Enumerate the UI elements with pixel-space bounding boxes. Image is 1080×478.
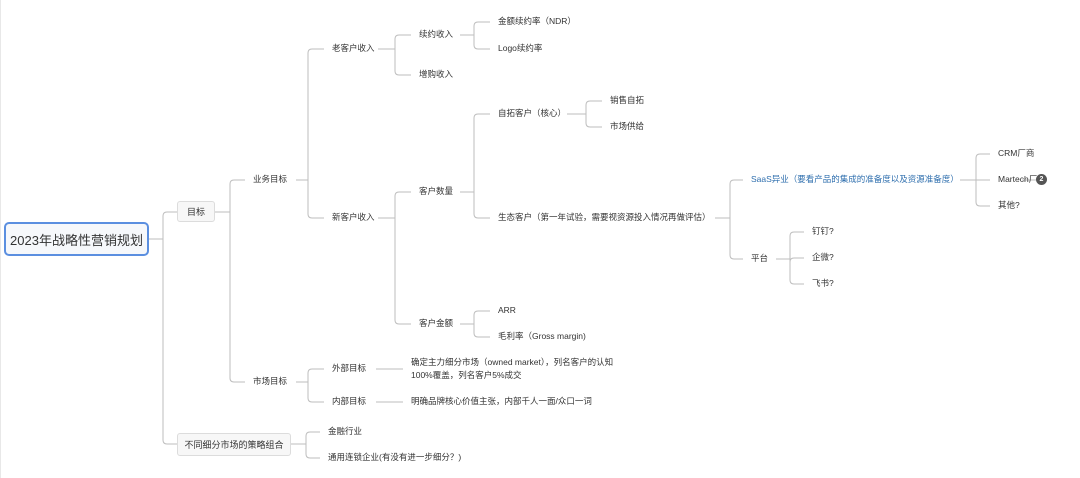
node-external-goal[interactable]: 外部目标 bbox=[332, 363, 367, 373]
eco-edge-1 bbox=[729, 218, 743, 260]
node-market-goal[interactable]: 市场目标 bbox=[253, 376, 288, 386]
node-platform[interactable]: 平台 bbox=[751, 253, 769, 263]
old-edge-1 bbox=[394, 49, 411, 76]
self-edge-1 bbox=[585, 114, 602, 128]
collapsed-children-badge[interactable]: 2 bbox=[1036, 174, 1047, 185]
node-customer-count[interactable]: 客户数量 bbox=[419, 186, 454, 196]
strategy-edge-1 bbox=[305, 444, 320, 459]
count-edge-0 bbox=[473, 113, 490, 192]
node-sales-self[interactable]: 销售自拓 bbox=[610, 95, 645, 105]
node-internal-goal[interactable]: 内部目标 bbox=[332, 396, 367, 406]
node-feishu[interactable]: 飞书? bbox=[812, 278, 834, 288]
node-strategy-mix[interactable]: 不同细分市场的策略组合 bbox=[177, 433, 291, 456]
node-ndr[interactable]: 金额续约率（NDR） bbox=[498, 16, 576, 26]
node-finance[interactable]: 金融行业 bbox=[328, 426, 363, 436]
node-upsell[interactable]: 增购收入 bbox=[419, 69, 454, 79]
root-node[interactable]: 2023年战略性营销规划 bbox=[4, 222, 149, 256]
goal-edge-1 bbox=[229, 212, 245, 383]
amount-edge-1 bbox=[473, 324, 490, 338]
node-external-detail[interactable]: 确定主力细分市场（owned market），列名客户的认知 100%覆盖，列名… bbox=[411, 356, 613, 381]
goal-edge-0 bbox=[229, 179, 245, 212]
market-edge-1 bbox=[307, 382, 324, 403]
node-dingtalk[interactable]: 钉钉? bbox=[812, 226, 834, 236]
node-logo-renewal[interactable]: Logo续约率 bbox=[498, 43, 543, 53]
new-edge-0 bbox=[394, 191, 411, 218]
business-edge-0 bbox=[307, 48, 324, 180]
node-martech-vendor[interactable]: Martech厂商 bbox=[998, 174, 1046, 184]
left-edge-divider bbox=[0, 0, 1, 478]
node-other[interactable]: 其他? bbox=[998, 200, 1020, 210]
node-old-revenue[interactable]: 老客户收入 bbox=[332, 43, 375, 53]
node-goal[interactable]: 目标 bbox=[177, 201, 215, 222]
node-gross-margin[interactable]: 毛利率（Gross margin) bbox=[498, 331, 586, 341]
platform-edge-1 bbox=[789, 257, 804, 263]
market-edge-0 bbox=[307, 368, 324, 382]
renewal-edge-1 bbox=[473, 35, 490, 50]
platform-edge-0 bbox=[789, 231, 804, 259]
self-edge-0 bbox=[585, 100, 602, 114]
node-renewal[interactable]: 续约收入 bbox=[419, 29, 454, 39]
node-customer-amount[interactable]: 客户金额 bbox=[419, 318, 454, 328]
external-detail-line-1: 确定主力细分市场（owned market），列名客户的认知 bbox=[411, 357, 614, 367]
strategy-edge-0 bbox=[305, 431, 320, 444]
node-crm-vendor[interactable]: CRM厂商 bbox=[998, 148, 1035, 158]
node-business-goal[interactable]: 业务目标 bbox=[253, 174, 288, 184]
saas-edge-0 bbox=[975, 153, 990, 180]
amount-edge-0 bbox=[473, 310, 490, 324]
old-edge-0 bbox=[394, 34, 411, 49]
new-edge-1 bbox=[394, 218, 411, 325]
saas-edge-2 bbox=[975, 180, 990, 207]
node-eco-customer[interactable]: 生态客户（第一年试验，需要视资源投入情况再做评估） bbox=[498, 212, 711, 222]
renewal-edge-0 bbox=[473, 21, 490, 35]
node-chain[interactable]: 通用连锁企业(有没有进一步细分？) bbox=[328, 452, 462, 462]
node-self-acquired[interactable]: 自拓客户（核心） bbox=[498, 108, 567, 118]
node-internal-detail[interactable]: 明确品牌核心价值主张，内部千人一面/众口一词 bbox=[411, 396, 592, 406]
eco-edge-0 bbox=[729, 179, 743, 218]
platform-edge-2 bbox=[789, 259, 804, 285]
business-edge-1 bbox=[307, 180, 324, 219]
external-detail-line-2: 100%覆盖，列名客户5%成交 bbox=[411, 369, 522, 380]
node-wecom[interactable]: 企微? bbox=[812, 252, 834, 262]
node-market-supply[interactable]: 市场供给 bbox=[610, 121, 645, 131]
count-edge-1 bbox=[473, 192, 490, 219]
root-edge-0 bbox=[162, 211, 177, 239]
node-arr[interactable]: ARR bbox=[498, 305, 516, 315]
root-edge-1 bbox=[162, 239, 177, 445]
node-saas-alliance[interactable]: SaaS异业（要看产品的集成的准备度以及资源准备度） bbox=[751, 174, 959, 184]
node-new-revenue[interactable]: 新客户收入 bbox=[332, 212, 375, 222]
